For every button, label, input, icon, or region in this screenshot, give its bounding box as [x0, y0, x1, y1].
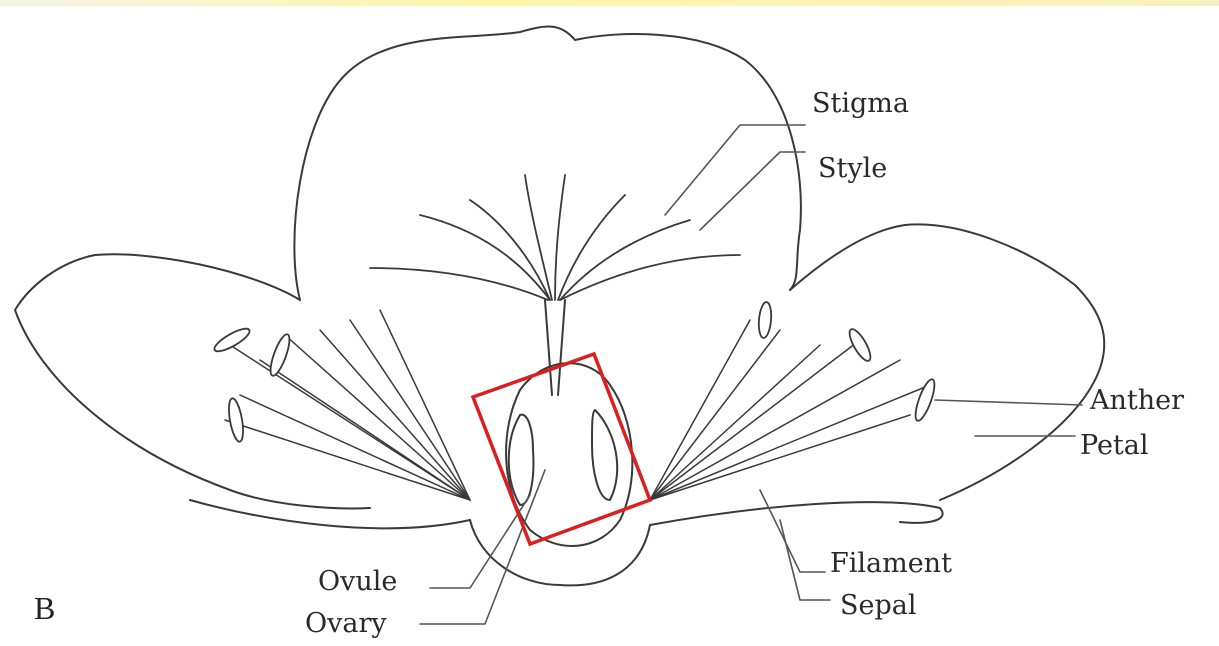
stamens-left	[225, 310, 470, 500]
ovary-body	[506, 363, 632, 546]
style-column	[545, 300, 565, 395]
label-ovule: Ovule	[318, 566, 397, 597]
anthers	[212, 302, 938, 443]
label-ovary: Ovary	[305, 608, 387, 639]
label-style: Style	[818, 153, 887, 184]
locule-right	[592, 410, 617, 500]
sepal-right	[650, 502, 943, 525]
petal-right	[790, 224, 1104, 500]
stigma-lobes	[370, 175, 740, 300]
locule-left	[509, 415, 534, 505]
leader-lines	[420, 125, 1082, 624]
petal-left	[15, 254, 370, 508]
receptacle	[470, 520, 650, 585]
sepal-left	[190, 500, 470, 528]
label-petal: Petal	[1080, 430, 1149, 461]
stamens-right	[650, 320, 930, 500]
panel-letter: B	[34, 590, 55, 627]
label-stigma: Stigma	[812, 88, 909, 119]
label-sepal: Sepal	[840, 590, 917, 621]
petal-back	[294, 27, 801, 300]
label-filament: Filament	[830, 548, 952, 579]
highlight-box	[473, 354, 650, 544]
label-anther: Anther	[1090, 385, 1184, 416]
